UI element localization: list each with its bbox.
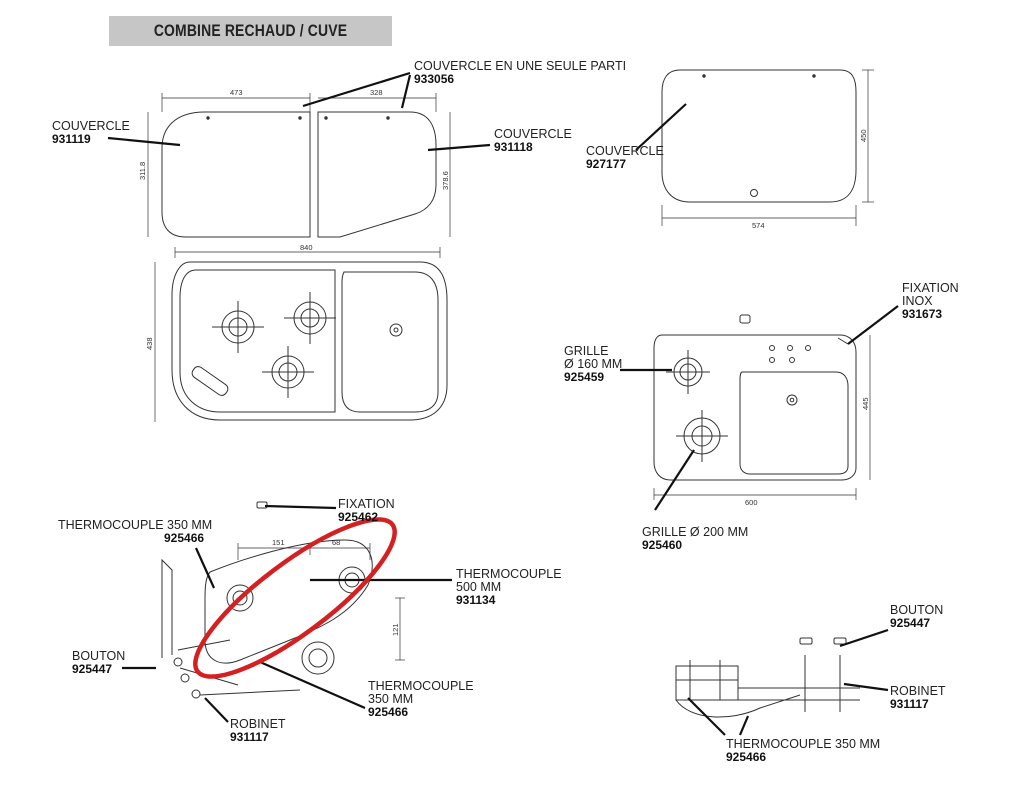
combined-cooktop-sink-drawing: [171, 261, 448, 421]
dim-438: 438: [145, 337, 154, 350]
top-left-dimension-lines: [147, 93, 451, 422]
label-robinet-931117-left: ROBINET 931117: [230, 717, 286, 744]
dim-328: 328: [370, 88, 383, 97]
label-thermocouple-350-925466-bottom: THERMOCOUPLE 350 MM 925466: [726, 737, 881, 764]
dim-600: 600: [745, 498, 758, 507]
label-couvercle-927177: COUVERCLE 927177: [586, 144, 664, 171]
label-robinet-931117-right: ROBINET 931117: [890, 684, 946, 711]
label-fixation-inox-931673: FIXATION INOX 931673: [902, 281, 959, 321]
label-thermocouple-500-931134: THERMOCOUPLE 500 MM 931134: [456, 567, 562, 607]
square-cooktop-sink-drawing: [653, 314, 857, 481]
dim-450: 450: [859, 129, 868, 142]
label-grille-160-925459: GRILLE Ø 160 MM 925459: [564, 344, 623, 384]
page-title: COMBINE RECHAUD / CUVE: [153, 21, 348, 40]
side-view-drawing: [675, 637, 860, 718]
dim-151: 151: [272, 538, 285, 547]
label-couvercle-931119: COUVERCLE 931119: [52, 119, 130, 146]
label-bouton-925447-left: BOUTON 925447: [72, 649, 126, 676]
dim-311-8: 311.8: [138, 162, 147, 180]
couvercle-right-part-drawing: [317, 111, 437, 238]
mid-right-dimension-lines: [653, 335, 871, 500]
dim-121: 121: [391, 623, 400, 636]
couvercle-left-part-drawing: [161, 111, 311, 238]
title-banner: COMBINE RECHAUD / CUVE: [109, 16, 392, 46]
dim-378-6: 378.6: [441, 171, 450, 190]
leader-lines: [107, 71, 899, 736]
dim-68: 68: [332, 538, 340, 547]
dim-840: 840: [300, 243, 313, 252]
dim-473: 473: [230, 88, 243, 97]
label-thermocouple-350-925466-top: THERMOCOUPLE 350 MM 925466: [58, 518, 213, 545]
label-thermocouple-350-925466-mid: THERMOCOUPLE 350 MM 925466: [368, 679, 474, 719]
label-fixation-925462: FIXATION 925462: [338, 497, 395, 524]
label-bouton-925447-right: BOUTON 925447: [890, 603, 944, 630]
label-grille-200-925460: GRILLE Ø 200 MM 925460: [642, 525, 749, 552]
dim-574: 574: [752, 221, 765, 230]
highlight-ellipse: [193, 517, 397, 679]
label-couvercle-one-piece-933056: COUVERCLE EN UNE SEULE PARTI 933056: [414, 59, 627, 86]
couvercle-single-drawing: [661, 69, 857, 203]
dim-445: 445: [861, 397, 870, 410]
top-right-dimension-lines: [661, 69, 874, 226]
label-couvercle-931118: COUVERCLE 931118: [494, 127, 572, 154]
